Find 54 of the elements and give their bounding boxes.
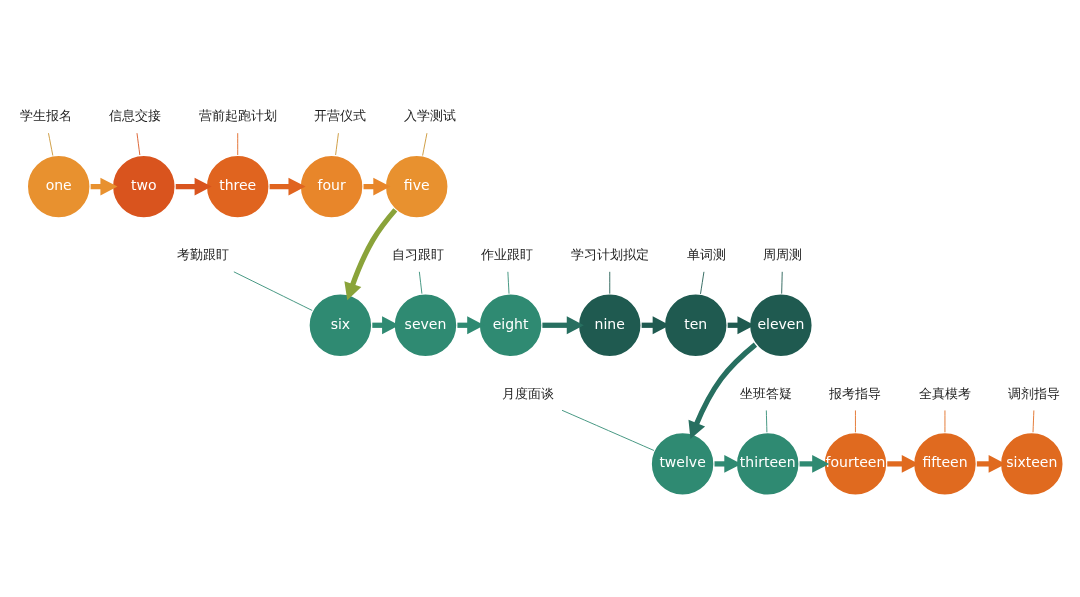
node-circle: fifteen <box>912 431 978 497</box>
node-text: 信息交接 <box>109 108 162 124</box>
node-text: 学习计划拟定 <box>570 247 649 263</box>
connector <box>233 271 313 311</box>
connector <box>418 271 423 295</box>
node-circle: twelve <box>650 431 716 497</box>
node-text: 全真模考 <box>918 385 971 401</box>
node-text: 自习跟盯 <box>391 247 444 263</box>
connector <box>561 409 655 451</box>
arrow <box>175 177 212 196</box>
node-text: 学生报名 <box>19 108 72 124</box>
node-circle: five <box>384 154 450 220</box>
connector <box>48 132 54 156</box>
node-text: 调剂指导 <box>1008 385 1061 401</box>
connector <box>1032 410 1035 433</box>
node-circle: fourteen <box>823 431 888 497</box>
connector <box>237 132 239 156</box>
connector <box>507 271 510 295</box>
node-text: 入学测试 <box>403 108 456 124</box>
node-circle: eight <box>478 292 544 358</box>
node-text: 坐班答疑 <box>739 385 792 401</box>
connector <box>781 271 783 295</box>
connector <box>422 132 428 156</box>
node-text: 周周测 <box>763 247 803 263</box>
node-text: 考勤跟盯 <box>177 247 230 263</box>
node-circle: four <box>299 154 365 220</box>
node-text: 月度面谈 <box>502 385 555 401</box>
node-text: 开营仪式 <box>314 108 367 124</box>
node-text: 营前起跑计划 <box>198 108 277 124</box>
node-text: 单词测 <box>686 247 726 263</box>
connector <box>700 271 705 295</box>
connector <box>855 410 856 433</box>
arrow <box>799 454 830 473</box>
node-circle: one <box>26 154 92 220</box>
connector <box>609 271 611 295</box>
node-circle: ten <box>663 292 729 358</box>
arrow <box>542 316 584 335</box>
connector <box>136 132 141 156</box>
node-circle: thirteen <box>735 431 801 497</box>
node-circle: sixteen <box>999 431 1065 497</box>
node-circle: eleven <box>748 292 814 358</box>
node-circle: seven <box>393 292 458 358</box>
node-circle: two <box>111 154 177 220</box>
connector <box>765 410 768 433</box>
node-circle: nine <box>577 292 643 358</box>
connector <box>335 132 339 156</box>
arrow <box>344 208 398 301</box>
connector <box>944 410 946 433</box>
arrow <box>688 342 758 439</box>
node-text: 作业跟盯 <box>481 247 534 263</box>
node-circle: six <box>307 292 373 358</box>
arrow <box>269 177 306 196</box>
node-text: 报考指导 <box>829 385 882 401</box>
node-circle: three <box>205 154 271 220</box>
